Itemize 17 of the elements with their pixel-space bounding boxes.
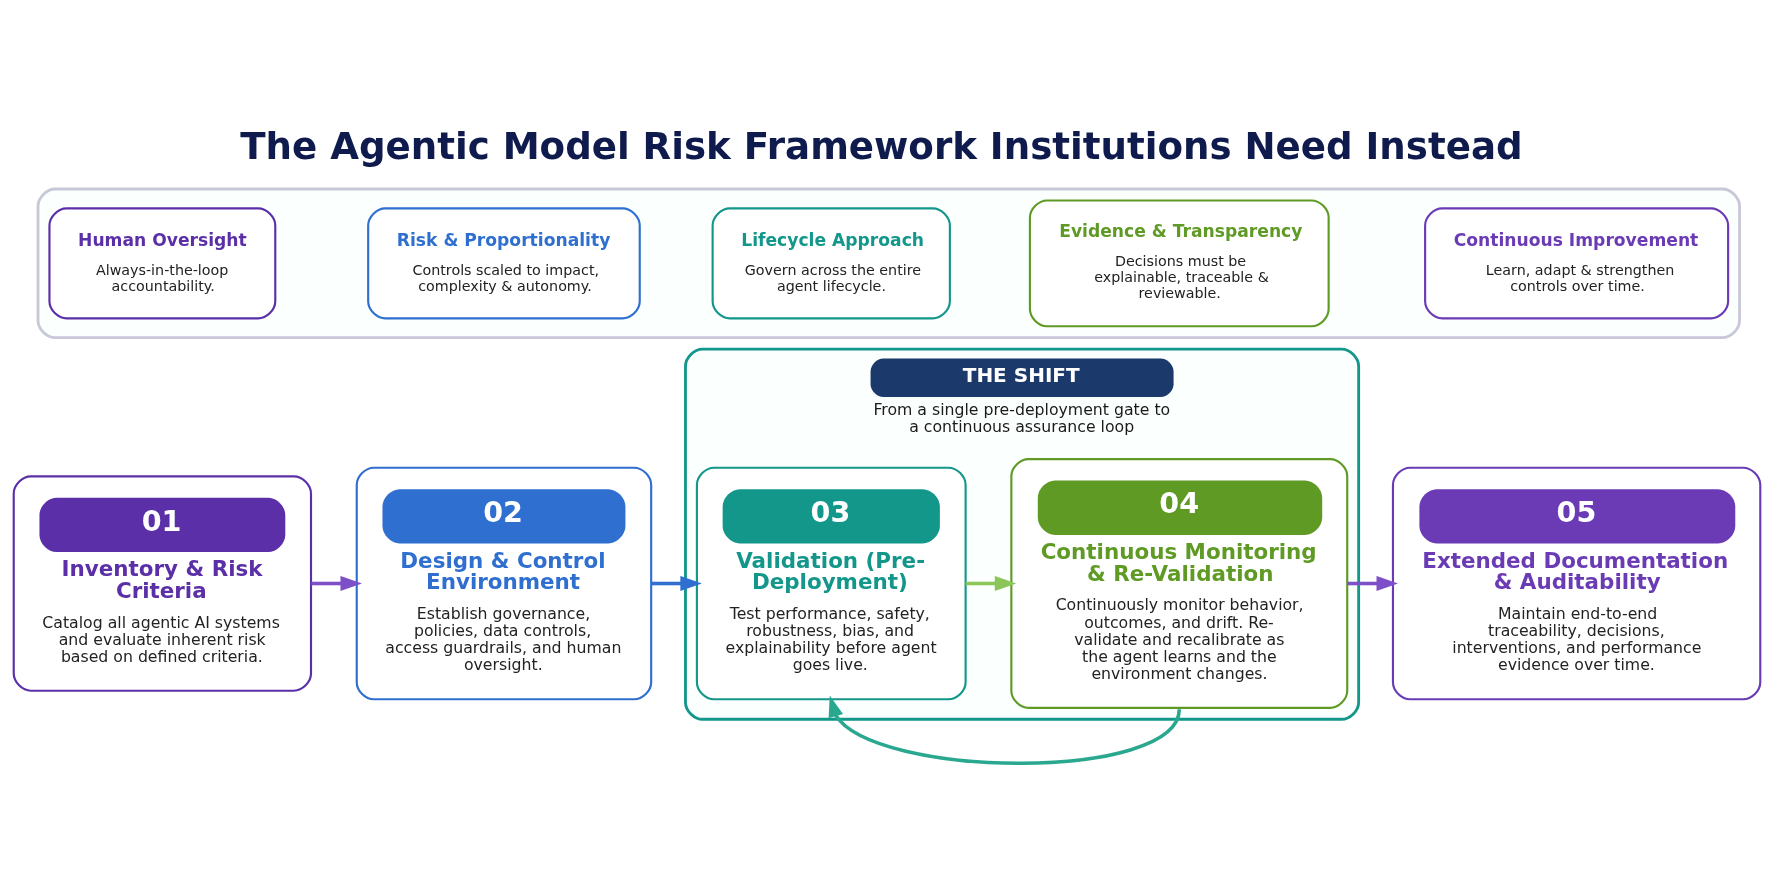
- arrow: [965, 575, 1017, 591]
- node-box: 01 Inventory & Risk Criteria Catalog all agentic AI systems and evaluate inherent risk based on defined criteria.: [12, 474, 313, 692]
- node-box: Continuous Improvement Learn, adapt & strengthen controls over time.: [1424, 206, 1730, 319]
- node-box: 04 Continuous Monitoring & Re-Validation Continuously monitor behavior, outcomes, and drift. Re-validate and recalibrate as the agent learns and the environment changes.: [1010, 457, 1349, 709]
- cluster: [36, 187, 1741, 339]
- node-box: 05 Extended Documentation & Auditability Maintain end-to-end traceability, decisions, interventions, and performance evidence over time.: [1391, 466, 1762, 700]
- arrow: [1347, 575, 1398, 591]
- node-box: Human Oversight Always-in-the-loop accountability.: [48, 206, 277, 319]
- diagram-title: The Agentic Model Risk Framework Institutions Need Instead: [240, 124, 1523, 168]
- node-box: Evidence & Transparency Decisions must be explainable, traceable & reviewable.: [1028, 198, 1330, 327]
- node-box: Lifecycle Approach Govern across the entire agent lifecycle.: [711, 206, 951, 319]
- arrow: [651, 575, 702, 591]
- node-box: 02 Design & Control Environment Establish governance, policies, data controls, access guardrails, and human oversight.: [355, 466, 653, 700]
- node-box: 03 Validation (Pre-Deployment) Test performance, safety, robustness, bias, and explainability before agent goes live.: [695, 466, 967, 700]
- arrow: [828, 695, 1181, 765]
- node-box: Risk & Proportionality Controls scaled to impact, complexity & autonomy.: [367, 206, 641, 319]
- arrow: [311, 575, 362, 591]
